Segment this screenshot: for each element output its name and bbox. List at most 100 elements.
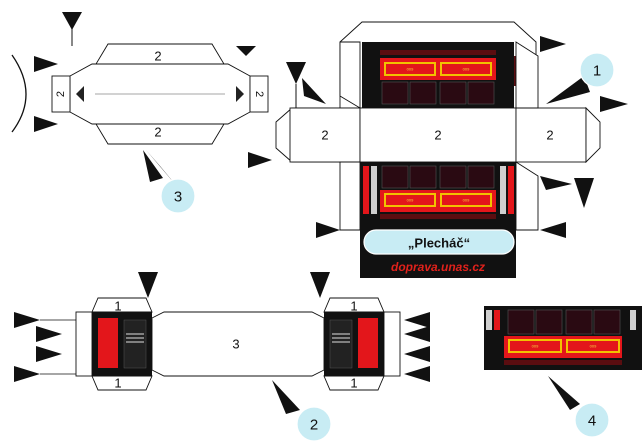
source-url: doprava.unas.cz — [391, 260, 485, 274]
glue-arrow — [62, 12, 82, 30]
glue-arrow — [404, 346, 430, 362]
upper-window — [409, 81, 437, 105]
glue-arrow — [540, 36, 566, 52]
floor-label: 3 — [232, 337, 239, 352]
upper-left-flap — [339, 41, 361, 109]
upper-fleet-no-right: 009 — [463, 67, 470, 72]
step-marker-1: 1 — [546, 52, 615, 104]
right-end-window — [329, 319, 353, 369]
glue-arrow — [574, 178, 594, 208]
marker-number: 4 — [588, 413, 596, 430]
preview-window — [593, 309, 621, 335]
left-end-label: 2 — [321, 128, 328, 143]
lower-window — [439, 165, 467, 189]
lower-window — [467, 165, 495, 189]
roof-top-label: 2 — [154, 49, 161, 64]
lower-fleet-no-left: 009 — [407, 198, 414, 203]
right-side-flap — [383, 311, 401, 377]
lower-end-stripe — [500, 166, 506, 214]
curve-mark — [11, 54, 27, 133]
upper-window — [381, 81, 409, 105]
left-bottom-tab — [91, 375, 153, 391]
roof-right-end-label: 2 — [253, 91, 265, 97]
glue-arrow — [286, 62, 306, 84]
glue-arrow — [404, 326, 430, 342]
lower-window — [409, 165, 437, 189]
marker-pointer — [143, 150, 163, 182]
right-end-label: 2 — [546, 128, 553, 143]
glue-arrow — [404, 366, 430, 382]
glue-arrow — [36, 346, 62, 362]
preview-window — [507, 309, 535, 335]
roof-left-detail — [76, 86, 84, 102]
left-end-red — [98, 318, 118, 368]
lower-end-stripe — [371, 166, 377, 214]
roof-left-end — [51, 75, 71, 113]
upper-right-flap — [515, 41, 539, 109]
roof-piece-top-left: 2 2 2 2 — [11, 12, 269, 190]
marker-circle — [579, 52, 615, 88]
left-side-flap — [75, 311, 93, 377]
roof-left-end-label: 2 — [55, 91, 67, 97]
preview-window — [565, 309, 593, 335]
marker-circle — [574, 402, 610, 438]
roof-right-detail — [236, 86, 244, 102]
right-bottom-tab — [323, 375, 385, 391]
marker-pointer — [546, 76, 590, 104]
glue-arrow — [404, 312, 430, 328]
right-end-tab — [585, 106, 601, 164]
marker-number: 1 — [593, 63, 601, 80]
marker-circle — [160, 178, 196, 214]
step-marker-2: 2 — [272, 380, 332, 441]
preview-window — [535, 309, 563, 335]
upper-fleet-no-left: 009 — [407, 67, 414, 72]
glue-arrow — [14, 366, 40, 382]
marker-circle — [296, 406, 332, 441]
preview-end — [630, 310, 636, 330]
step-marker-4: 4 — [548, 376, 610, 438]
body-net: 009 009 2 2 2 009 — [248, 21, 628, 278]
centre-roof-panel — [359, 107, 517, 163]
lower-right-flap — [515, 161, 539, 231]
glue-arrow — [138, 272, 158, 298]
lower-window — [381, 165, 409, 189]
glue-arrow — [302, 78, 326, 104]
right-top-label: 1 — [350, 299, 357, 314]
chassis-net: 1 1 3 1 1 — [14, 272, 430, 391]
preview-skirt — [504, 360, 622, 365]
preview-fleet-no-left: 009 — [532, 344, 539, 349]
glue-arrow — [236, 46, 256, 56]
preview-side: 009 009 — [484, 306, 642, 370]
upper-side-skirt — [380, 50, 496, 55]
step-marker-3: 3 — [143, 150, 196, 214]
left-top-label: 1 — [114, 299, 121, 314]
title-pill — [363, 229, 515, 255]
roof-right-end — [249, 75, 269, 113]
lower-end-stripe — [363, 166, 369, 214]
lower-panel-left — [386, 195, 434, 205]
marker-pointer — [272, 380, 300, 414]
glue-arrow — [600, 96, 628, 112]
glue-arrow — [248, 152, 272, 168]
left-top-tab — [91, 297, 153, 313]
lower-skirt — [380, 214, 496, 219]
preview-end — [486, 310, 492, 330]
marker-number: 2 — [310, 417, 318, 434]
upper-window — [467, 81, 495, 105]
model-title: „Plecháč“ — [408, 236, 470, 251]
upper-side-panel-right — [442, 64, 490, 74]
glue-arrow — [36, 326, 62, 342]
lower-fleet-no-right: 009 — [463, 198, 470, 203]
left-end-window — [123, 319, 147, 369]
preview-panel-right — [568, 341, 618, 351]
upper-window — [439, 81, 467, 105]
preview-panel-left — [510, 341, 560, 351]
preview-fleet-no-right: 009 — [590, 344, 597, 349]
lower-left-flap — [339, 161, 361, 231]
roof-bottom-label: 2 — [154, 125, 161, 140]
centre-label: 2 — [434, 128, 441, 143]
lower-panel-right — [442, 195, 490, 205]
glue-arrow — [14, 312, 40, 328]
